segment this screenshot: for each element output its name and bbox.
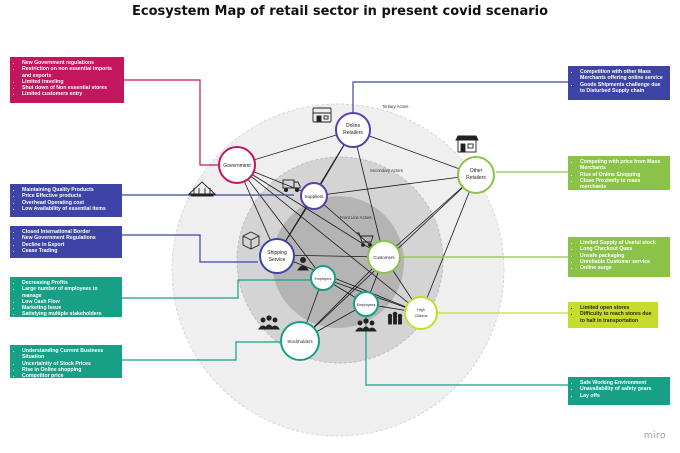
box-item: Price Effective products bbox=[22, 193, 117, 199]
citizens-group-icon bbox=[387, 311, 403, 325]
node-government-label: Government bbox=[223, 163, 251, 169]
box-item: Difficulty to reach stores due to halt i… bbox=[580, 311, 653, 324]
box-item: Decreasing Profits bbox=[22, 280, 117, 286]
box-stockholders-issues: Understanding Current Business Situation… bbox=[10, 345, 122, 379]
box-item: Lay offs bbox=[580, 393, 665, 399]
front-line-ring-label: Front Line Actors bbox=[340, 215, 372, 220]
government-building-icon bbox=[187, 181, 217, 197]
node-online-retailers-label-1: Online bbox=[346, 123, 361, 129]
node-employees[interactable]: Employees bbox=[353, 291, 379, 317]
diagram-title: Ecosystem Map of retail sector in presen… bbox=[131, 4, 549, 19]
box-item: Low Cash Flow bbox=[22, 299, 117, 305]
node-shipping-service[interactable]: Shipping Service bbox=[259, 238, 295, 274]
box-shipping-issues: Closed International Border New Governme… bbox=[10, 226, 122, 258]
box-citizens-issues: Limited open stores Difficulty to reach … bbox=[568, 302, 658, 328]
tertiary-ring-label: Tertiary Actors bbox=[382, 104, 409, 109]
node-shipping-service-label-2: Service bbox=[269, 257, 286, 263]
node-shipping-service-label-1: Shipping bbox=[267, 250, 287, 256]
box-item: Competition with other Mass Merchants of… bbox=[580, 69, 665, 82]
node-high-citizens-label-2: Citizens bbox=[415, 314, 428, 318]
box-item: Limited open stores bbox=[580, 305, 653, 311]
node-high-citizens-label-1: High bbox=[417, 308, 424, 312]
node-employees-label: Employees bbox=[357, 303, 376, 307]
node-stockholders-label: Stockholders bbox=[287, 339, 313, 344]
box-employers-issues: Decreasing Profits Large number of emplo… bbox=[10, 277, 122, 317]
employees-group-icon bbox=[355, 318, 377, 332]
box-item: Limited traveling bbox=[22, 79, 119, 85]
box-item: Cease Trading bbox=[22, 248, 117, 254]
box-item: Shut down of Non essential stores bbox=[22, 85, 119, 91]
other-store-icon bbox=[455, 135, 479, 153]
box-item: Safe Working Environment bbox=[580, 380, 665, 386]
box-item: Online surge bbox=[580, 265, 665, 271]
node-other-retailers-label-1: Other bbox=[470, 168, 483, 174]
box-item: Limited Supply of Useful stock bbox=[580, 240, 665, 246]
box-government-issues: New Government regulations Restriction o… bbox=[10, 57, 124, 103]
shipping-box-icon bbox=[242, 231, 260, 250]
box-item: Uncertainity of Stock Prices bbox=[22, 361, 117, 367]
node-other-retailers[interactable]: Other Retailers bbox=[457, 156, 495, 194]
box-item: Long Checkout Ques bbox=[580, 246, 665, 252]
box-item: Limited customers entry bbox=[22, 91, 119, 97]
box-item: Unavailability of safety gears bbox=[580, 386, 665, 392]
box-item: Competitor price bbox=[22, 373, 117, 379]
node-online-retailers[interactable]: Online Retailers bbox=[335, 112, 371, 148]
customer-cart-icon bbox=[356, 232, 374, 247]
box-item: New Government regulations bbox=[22, 60, 119, 66]
miro-logo: miro bbox=[643, 431, 666, 441]
box-item: Rise in Online shopping bbox=[22, 367, 117, 373]
stockholders-group-icon bbox=[258, 315, 280, 330]
box-item: Unreliable Customer service bbox=[580, 259, 665, 265]
node-customers-label: Customers bbox=[373, 255, 395, 260]
box-customers-issues: Limited Supply of Useful stock Long Chec… bbox=[568, 237, 670, 277]
box-item: Maintaining Quality Products bbox=[22, 187, 117, 193]
box-item: New Government Regulations bbox=[22, 235, 117, 241]
box-item: Decline in Export bbox=[22, 242, 117, 248]
node-customers[interactable]: Customers bbox=[367, 240, 401, 274]
box-other-retailers-issues: Competing with price from Mass Merchants… bbox=[568, 156, 670, 190]
node-online-retailers-label-2: Retailers bbox=[343, 130, 363, 136]
secondary-ring-label: Secondary Actors bbox=[370, 168, 403, 173]
box-item: Unsafe packaging bbox=[580, 253, 665, 259]
supplier-truck-icon bbox=[282, 179, 301, 193]
employer-person-icon bbox=[297, 257, 309, 271]
box-item: Competing with price from Mass Merchants bbox=[580, 159, 665, 172]
node-employers[interactable]: Employers bbox=[310, 265, 336, 291]
box-item: Restriction on non essential imports and… bbox=[22, 66, 119, 79]
node-suppliers[interactable]: Suppliers bbox=[300, 182, 328, 210]
box-suppliers-issues: Maintaining Quality Products Price Effec… bbox=[10, 184, 122, 217]
box-online-retailers-issues: Competition with other Mass Merchants of… bbox=[568, 66, 670, 100]
box-item: Marketing Issue bbox=[22, 305, 117, 311]
node-high-citizens[interactable]: High Citizens bbox=[404, 296, 438, 330]
node-government[interactable]: Government bbox=[218, 146, 256, 184]
box-item: Close Proximity to mass merchants bbox=[580, 178, 665, 191]
node-stockholders[interactable]: Stockholders bbox=[280, 321, 320, 361]
box-item: Understanding Current Business Situation bbox=[22, 348, 117, 361]
box-item: Goods Shipments challenge due to Disturb… bbox=[580, 82, 665, 95]
node-employers-label: Employers bbox=[315, 277, 332, 281]
node-suppliers-label: Suppliers bbox=[304, 194, 324, 199]
box-item: Rise of Online Shopping bbox=[580, 172, 665, 178]
box-employees-issues: Safe Working Environment Unavailability … bbox=[568, 377, 670, 405]
box-item: Low Availability of essential items bbox=[22, 206, 117, 212]
node-other-retailers-label-2: Retailers bbox=[466, 175, 486, 181]
box-item: Overhead Operating cost bbox=[22, 200, 117, 206]
box-item: Closed International Border bbox=[22, 229, 117, 235]
box-item: Large number of employees to manage bbox=[22, 286, 117, 299]
box-item: Satisfying multiple stakeholders bbox=[22, 311, 117, 317]
online-store-icon bbox=[312, 107, 332, 123]
